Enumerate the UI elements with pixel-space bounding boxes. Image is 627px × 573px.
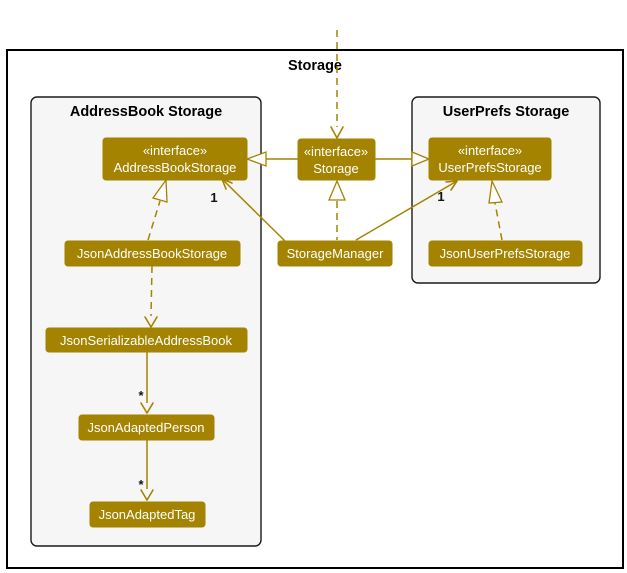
association-line <box>355 180 458 241</box>
class-box <box>89 501 206 528</box>
edge-dependency-jsonaddressbookstorage-jsonserializableaddressbook <box>144 265 158 328</box>
edge-realization-storagemanager-storage <box>328 179 346 240</box>
open-arrowhead-icon <box>144 316 158 328</box>
class-storage-interface: «interface» Storage <box>297 138 376 181</box>
class-jsonaddressbookstorage: JsonAddressBookStorage <box>64 240 241 267</box>
open-arrowhead-icon <box>140 402 154 414</box>
class-name: JsonAddressBookStorage <box>77 246 227 261</box>
hollow-triangle-icon <box>488 178 503 204</box>
class-box <box>102 137 248 181</box>
class-storagemanager: StorageManager <box>277 240 393 267</box>
frame-title: Storage <box>288 58 342 74</box>
class-name: JsonAdaptedPerson <box>87 420 204 435</box>
hollow-triangle-icon <box>151 178 168 203</box>
hollow-triangle-icon <box>328 179 346 201</box>
class-addressbookstorage-interface: «interface» AddressBookStorage <box>102 137 248 181</box>
class-stereotype: «interface» <box>143 143 207 158</box>
class-jsonserializableaddressbook: JsonSerializableAddressBook <box>45 327 248 353</box>
package-userprefs-storage-title: UserPrefs Storage <box>443 104 570 120</box>
class-jsonadaptedtag: JsonAdaptedTag <box>89 501 206 528</box>
class-name: JsonSerializableAddressBook <box>60 333 232 348</box>
edge-generalization-storage-addressbookstorage <box>245 151 298 167</box>
class-name: Storage <box>313 161 359 176</box>
open-arrowhead-icon <box>445 180 458 191</box>
class-box <box>64 240 241 267</box>
class-box <box>78 414 215 441</box>
multiplicity-label: * <box>138 388 144 403</box>
class-box <box>428 137 552 181</box>
edge-generalization-storage-userprefsstorage <box>375 151 431 167</box>
edge-association-jsonserializableaddressbook-jsonadaptedperson: * <box>138 352 154 414</box>
edge-association-storagemanager-userprefsstorage: 1 <box>355 180 458 241</box>
multiplicity-label: 1 <box>210 190 217 205</box>
realization-line <box>494 202 503 241</box>
class-stereotype: «interface» <box>458 143 522 158</box>
open-arrowhead-icon <box>330 126 344 139</box>
edge-realization-jsonuserprefsstorage-userprefsstorage <box>488 178 503 241</box>
class-jsonadaptedperson: JsonAdaptedPerson <box>78 414 215 441</box>
class-box <box>45 327 248 353</box>
class-box <box>297 138 376 181</box>
association-line <box>221 178 286 242</box>
edge-dependency-into-storage <box>330 30 344 139</box>
hollow-triangle-icon <box>411 151 431 167</box>
class-name: AddressBookStorage <box>114 160 237 175</box>
class-name: StorageManager <box>287 246 385 261</box>
class-stereotype: «interface» <box>304 144 368 159</box>
class-jsonuserprefsstorage: JsonUserPrefsStorage <box>428 240 583 267</box>
class-userprefsstorage-interface: «interface» UserPrefsStorage <box>428 137 552 181</box>
class-name: JsonAdaptedTag <box>99 507 196 522</box>
class-name: UserPrefsStorage <box>438 160 541 175</box>
class-name: JsonUserPrefsStorage <box>440 246 571 261</box>
edge-association-jsonadaptedperson-jsonadaptedtag: * <box>138 440 154 501</box>
hollow-triangle-icon <box>245 151 267 167</box>
class-box <box>428 240 583 267</box>
edge-realization-jsonaddressbookstorage-addressbookstorage <box>147 178 168 241</box>
class-box <box>277 240 393 267</box>
package-addressbook-storage-title: AddressBook Storage <box>70 104 222 120</box>
open-arrowhead-icon <box>140 489 154 501</box>
realization-line <box>147 200 161 241</box>
multiplicity-label: * <box>138 477 144 492</box>
multiplicity-label: 1 <box>437 189 444 204</box>
dependency-line <box>150 265 153 317</box>
